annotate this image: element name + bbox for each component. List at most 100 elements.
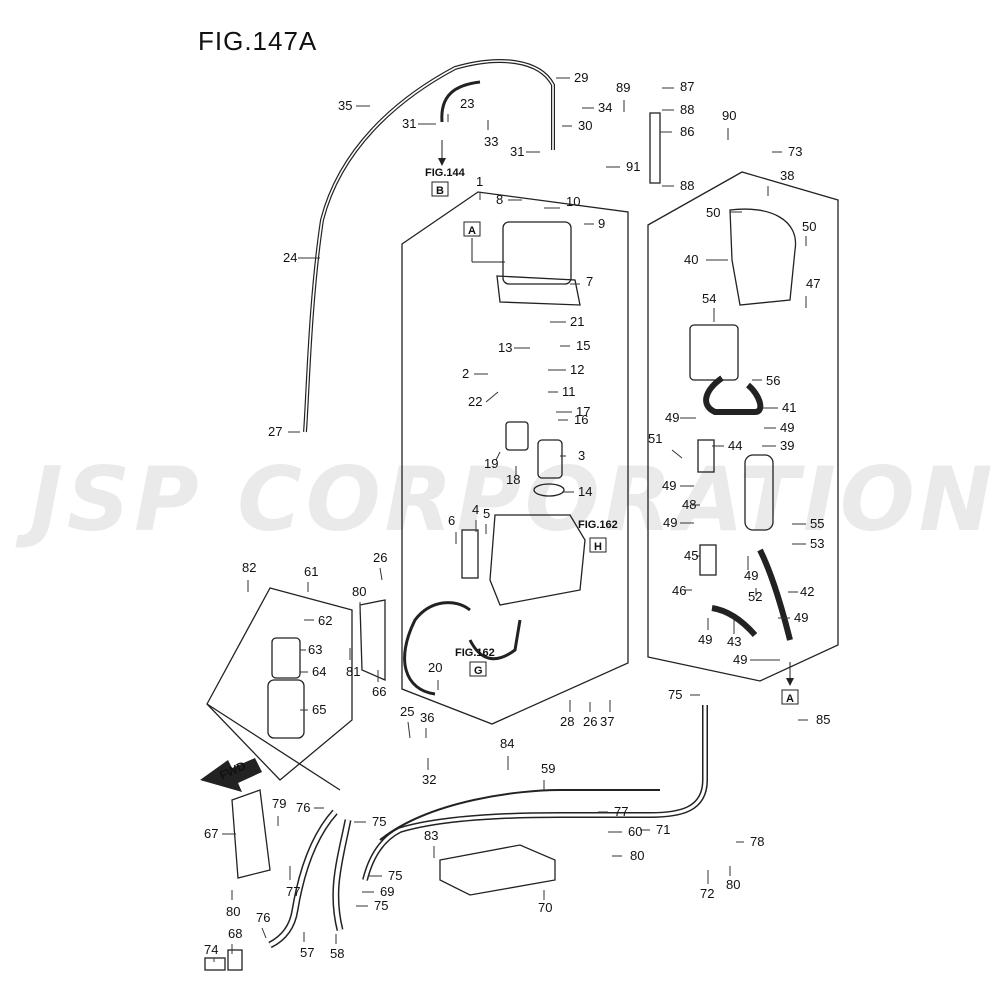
part-label-27: 27 [268,424,282,439]
part-label-26: 26 [583,714,597,729]
part-label-75: 75 [372,814,386,829]
part-label-89: 89 [616,80,630,95]
filter-63 [271,637,301,679]
part-label-74: 74 [204,942,218,957]
watermark: JSP CORPORATION [30,448,997,551]
leader-line-76 [261,927,267,939]
part-label-41: 41 [782,400,796,415]
part-label-54: 54 [702,291,716,306]
part-label-9: 9 [598,216,605,231]
part-label-31: 31 [510,144,524,159]
part-label-84: 84 [500,736,514,751]
part-label-65: 65 [312,702,326,717]
part-label-86: 86 [680,124,694,139]
ref-fig162-h: FIG.162 [578,519,618,531]
part-label-24: 24 [283,250,297,265]
part-label-49: 49 [662,478,676,493]
part-label-1: 1 [476,174,483,189]
part-label-49: 49 [744,568,758,583]
figure-title: FIG.147A [198,26,318,56]
ref-fig144: FIG.144 [425,167,466,179]
part-74 [204,957,226,971]
gasket-7 [496,275,581,306]
fwd-arrow: FWD [200,758,262,792]
part-label-91: 91 [626,159,640,174]
part-label-87: 87 [680,79,694,94]
part-label-19: 19 [484,456,498,471]
part-label-39: 39 [780,438,794,453]
part-label-3: 3 [578,448,585,463]
part-label-12: 12 [570,362,584,377]
part-label-33: 33 [484,134,498,149]
part-label-43: 43 [727,634,741,649]
part-label-69: 69 [380,884,394,899]
ref-box-a-bottom: A [786,693,794,705]
part-label-45: 45 [684,548,698,563]
pipe-24 [303,59,555,433]
part-label-5: 5 [483,506,490,521]
part-label-46: 46 [672,583,686,598]
part-55 [744,454,774,531]
part-label-25: 25 [400,704,414,719]
assembly-frame-38 [647,171,839,682]
part-label-15: 15 [576,338,590,353]
part-label-77: 77 [614,804,628,819]
part-label-50: 50 [706,205,720,220]
part-label-22: 22 [468,394,482,409]
part-45 [699,544,717,576]
assembly-frame-61 [206,587,353,781]
pipe-86 [649,112,661,184]
part-label-75: 75 [388,868,402,883]
part-label-72: 72 [700,886,714,901]
part-label-81: 81 [346,664,360,679]
filter-64 [267,679,305,739]
ref-box-b: B [436,185,444,197]
part-label-57: 57 [300,945,314,960]
part-label-42: 42 [800,584,814,599]
ref-box-h: H [594,541,602,553]
part-54 [689,324,739,381]
part-label-77: 77 [286,884,300,899]
diagram-geometry [204,59,839,971]
pump-3 [537,439,563,479]
part-label-63: 63 [308,642,322,657]
part-label-55: 55 [810,516,824,531]
part-label-51: 51 [648,431,662,446]
part-label-75: 75 [668,687,682,702]
ref-box-a-top: A [468,225,476,237]
part-70 [439,844,556,896]
part-label-83: 83 [424,828,438,843]
part-label-56: 56 [766,373,780,388]
part-label-48: 48 [682,497,696,512]
part-label-13: 13 [498,340,512,355]
reference-callouts: FIG.144 B FIG.162 H FIG.162 G A A [425,140,799,705]
part-label-70: 70 [538,900,552,915]
part-label-64: 64 [312,664,326,679]
part-label-2: 2 [462,366,469,381]
part-label-50: 50 [802,219,816,234]
part-label-6: 6 [448,513,455,528]
part-label-14: 14 [578,484,592,499]
part-label-31: 31 [402,116,416,131]
part-label-44: 44 [728,438,742,453]
part-label-16: 16 [574,412,588,427]
part-label-35: 35 [338,98,352,113]
part-label-61: 61 [304,564,318,579]
part-label-29: 29 [574,70,588,85]
leader-line-25 [407,721,411,739]
part-label-76: 76 [296,800,310,815]
part-label-8: 8 [496,192,503,207]
part-label-82: 82 [242,560,256,575]
part-label-68: 68 [228,926,242,941]
part-label-28: 28 [560,714,574,729]
part-label-90: 90 [722,108,736,123]
part-18 [505,421,529,451]
leader-line-26 [379,567,383,581]
bracket-66 [359,599,386,681]
part-label-7: 7 [586,274,593,289]
part-label-21: 21 [570,314,584,329]
part-label-47: 47 [806,276,820,291]
bracket-40 [729,208,797,306]
